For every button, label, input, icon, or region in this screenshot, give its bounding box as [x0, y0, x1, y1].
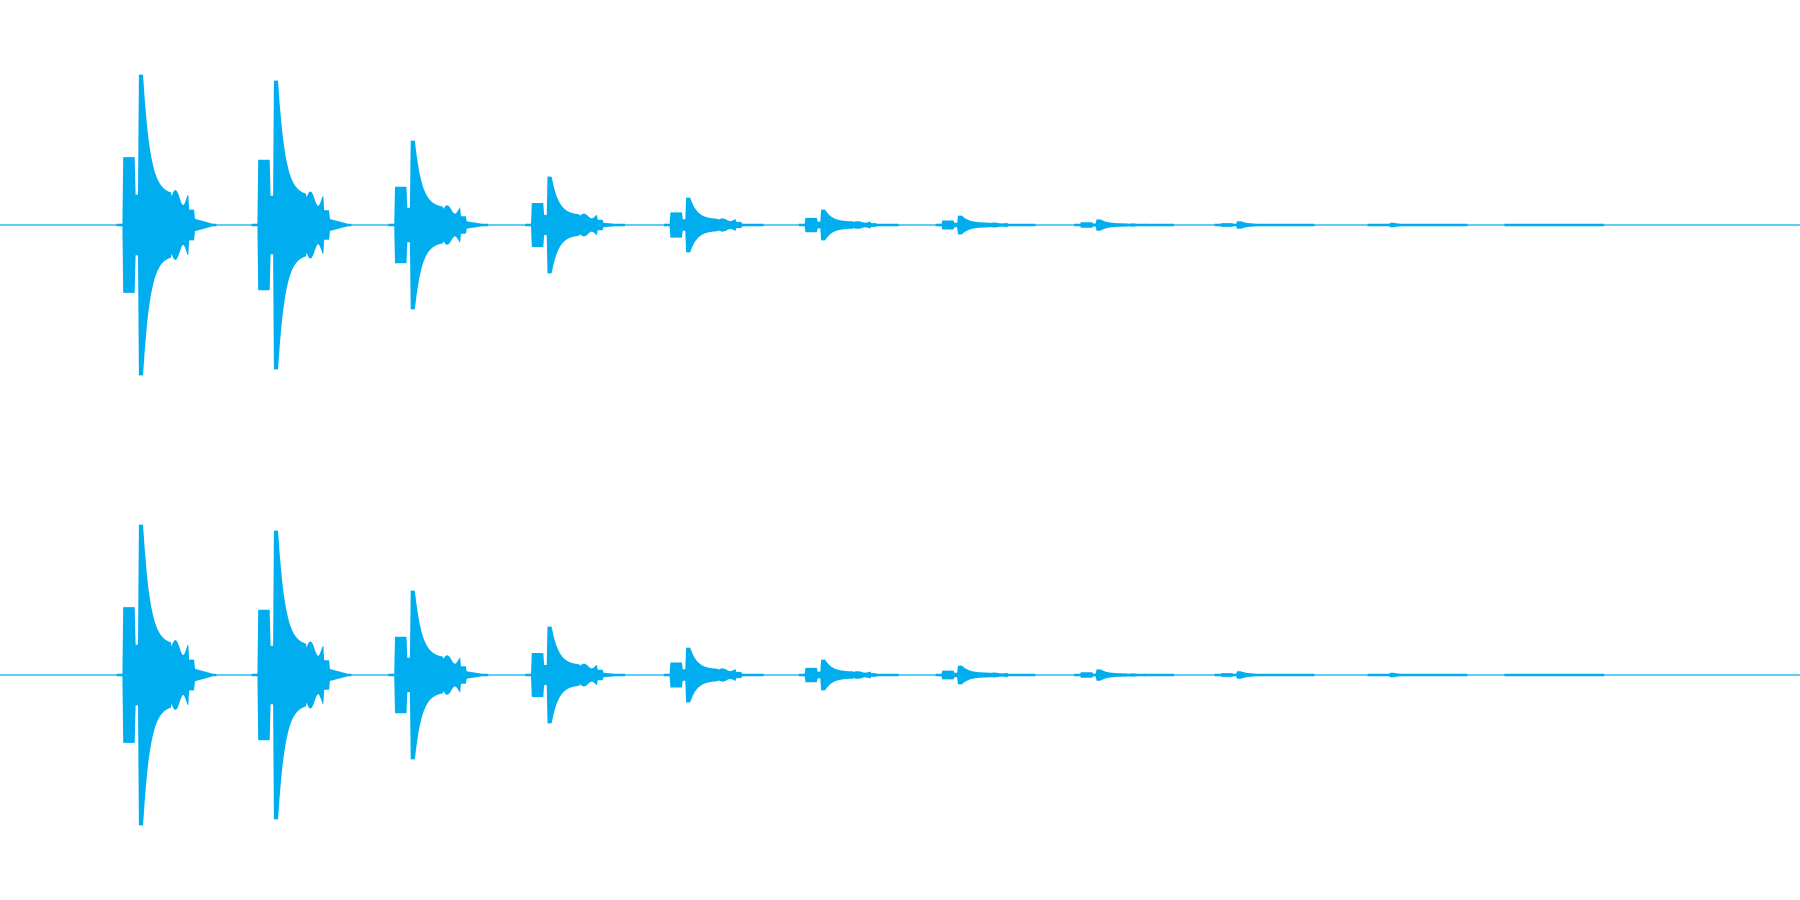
waveform-burst [1367, 672, 1468, 678]
waveform-burst [1214, 671, 1315, 679]
waveform-burst [798, 659, 899, 691]
waveform-burst [1214, 221, 1315, 229]
waveform-burst [1504, 223, 1605, 227]
waveform-burst [525, 626, 625, 724]
waveform-burst [116, 74, 217, 376]
waveform-burst [798, 209, 899, 241]
waveform-burst [935, 665, 1036, 685]
waveform-burst [935, 215, 1036, 235]
waveform-burst [251, 80, 352, 370]
waveform-burst [1504, 673, 1605, 677]
waveform-burst [1367, 222, 1468, 228]
waveform-burst [663, 647, 764, 703]
waveform-burst [1074, 219, 1174, 231]
waveform-burst [1074, 669, 1174, 681]
waveform-burst [116, 524, 217, 826]
waveform-burst [663, 197, 764, 253]
waveform-burst [388, 590, 489, 760]
waveform-burst [525, 176, 625, 274]
waveform-burst [251, 530, 352, 820]
waveform-burst [388, 140, 489, 310]
